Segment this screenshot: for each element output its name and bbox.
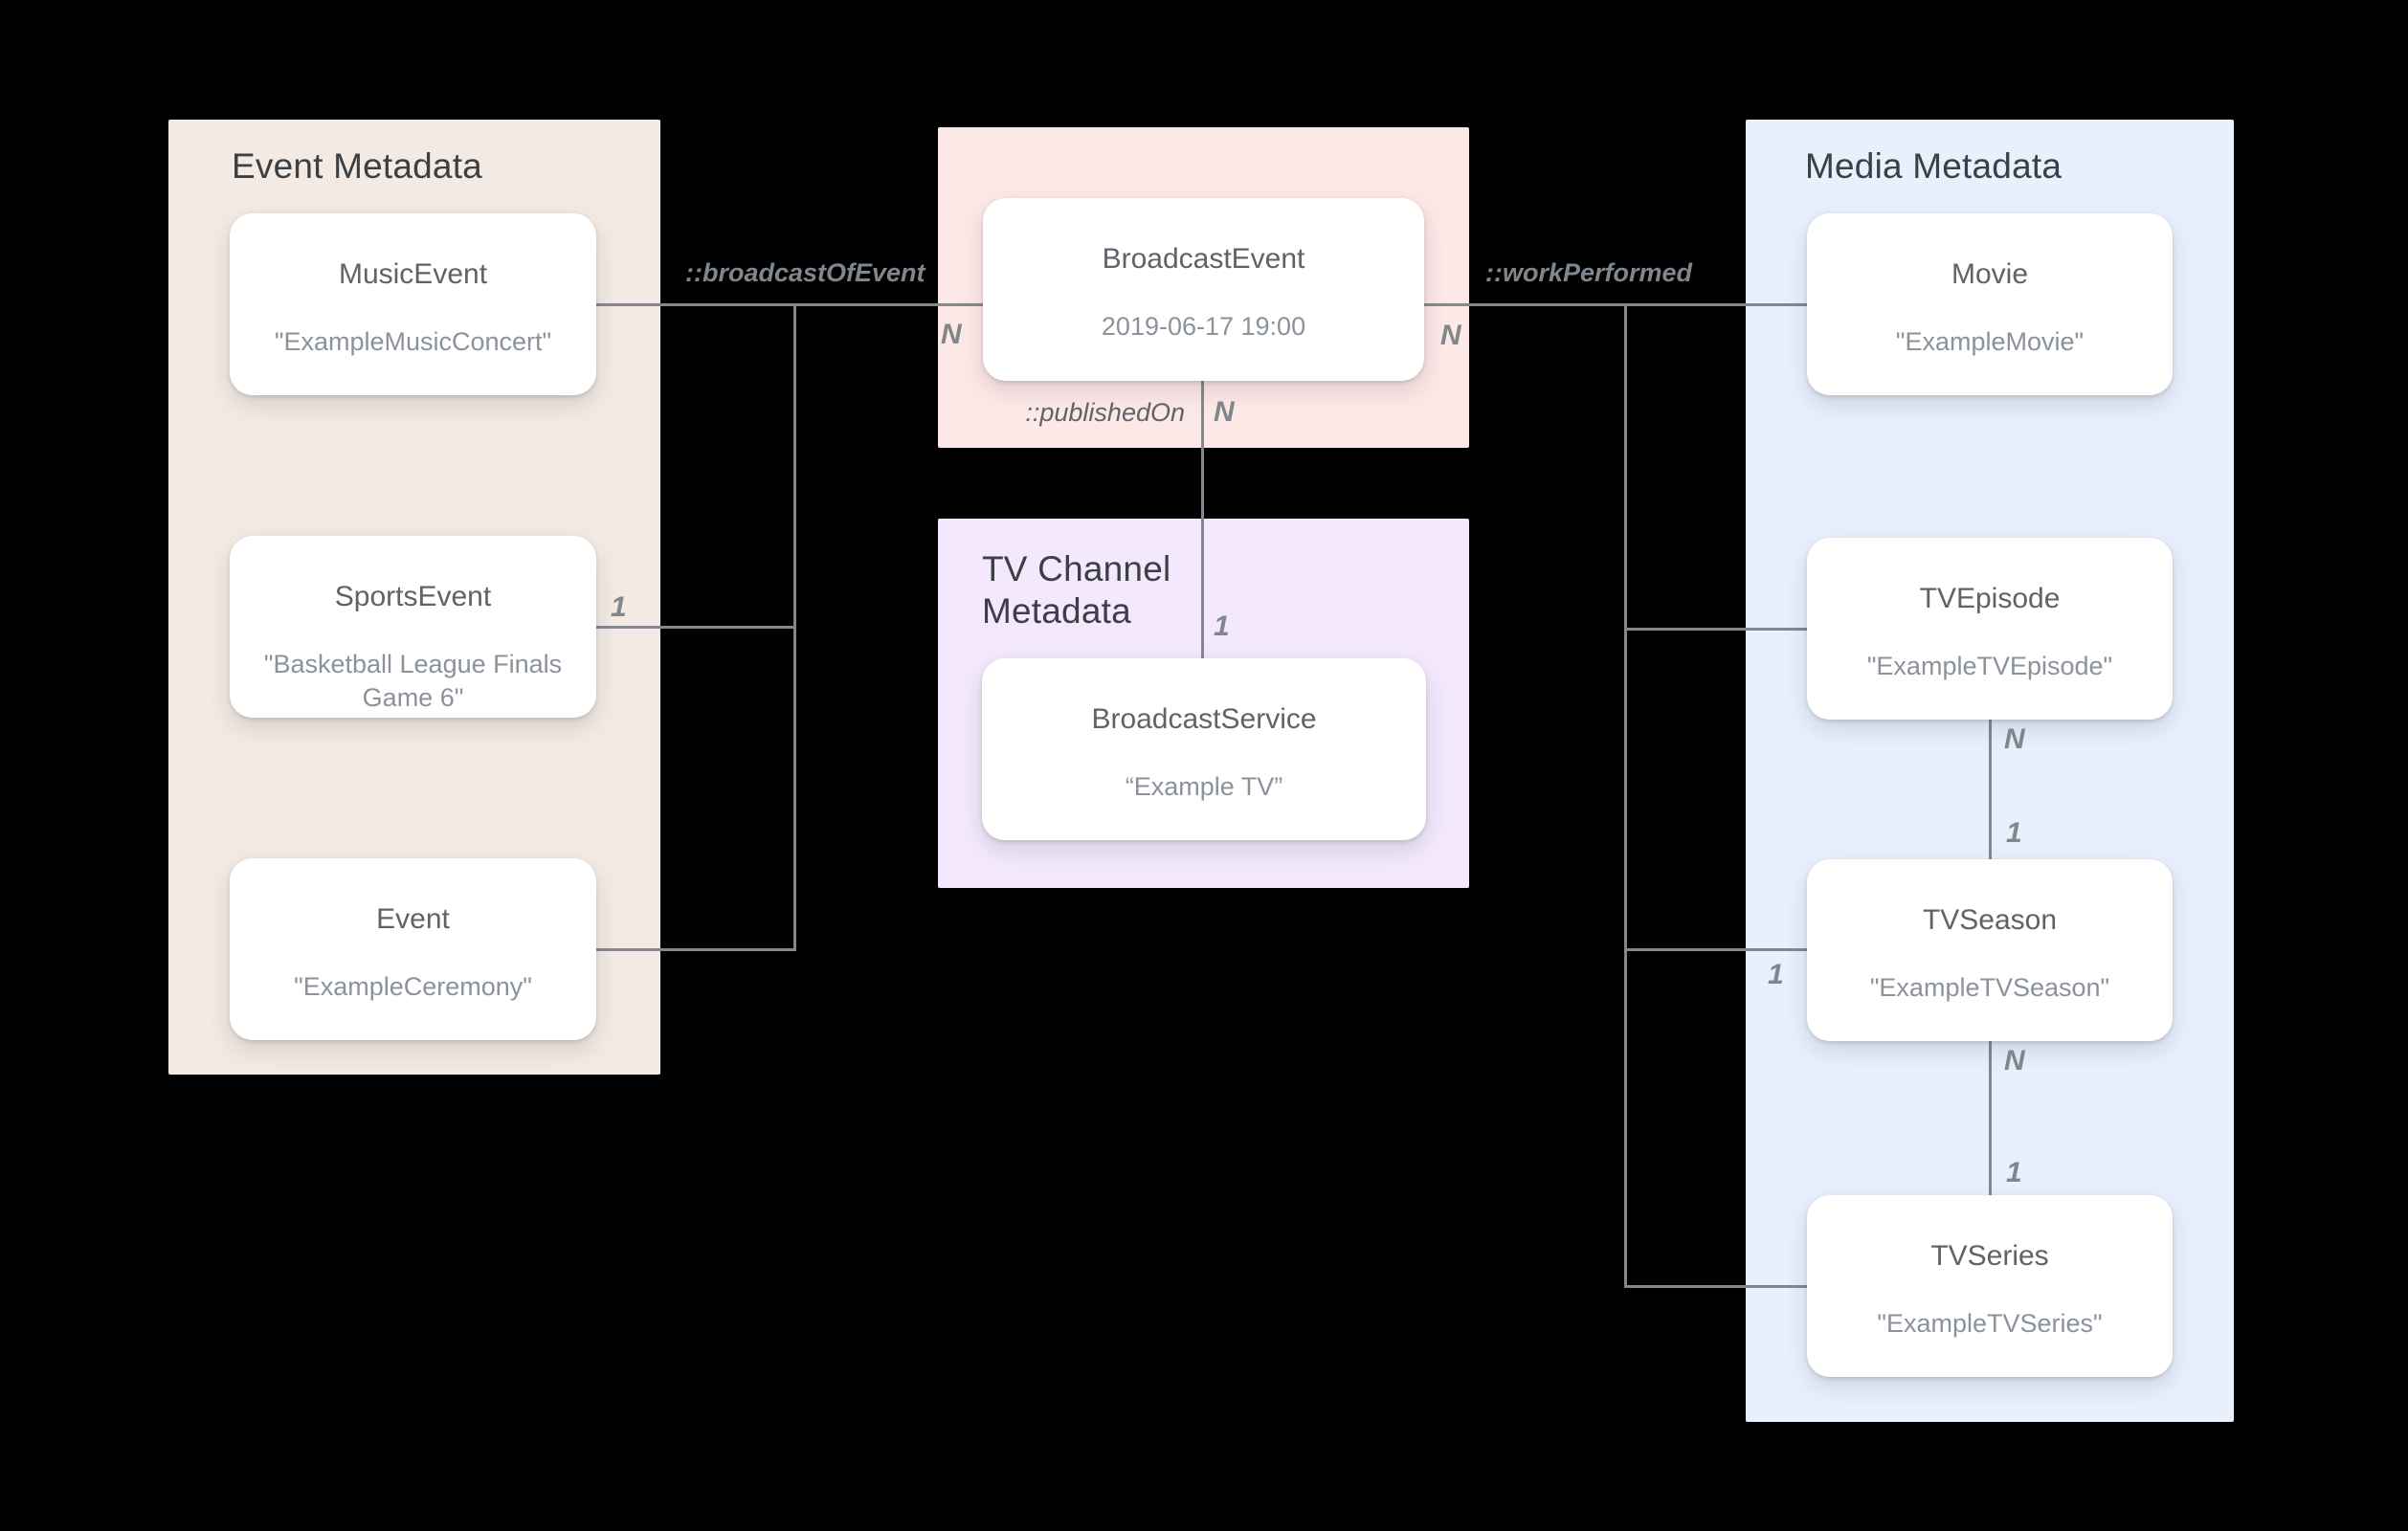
tv-episode-value: "ExampleTVEpisode" <box>1866 652 2113 680</box>
edge-tvseries-stub <box>1625 1285 1807 1288</box>
sports-event-name: SportsEvent <box>334 581 492 612</box>
cardinality-n-tvepisode: N <box>2004 723 2025 755</box>
edge-musicevent-broadcastevent <box>596 303 983 306</box>
tv-episode-card: TVEpisode "ExampleTVEpisode" <box>1807 538 2173 720</box>
broadcast-service-card: BroadcastService “Example TV” <box>982 658 1426 840</box>
edge-right-trunk <box>1624 303 1627 1288</box>
music-event-card: MusicEvent "ExampleMusicConcert" <box>230 213 596 395</box>
movie-card: Movie "ExampleMovie" <box>1807 213 2173 395</box>
cardinality-1-tvseason-top: 1 <box>2006 817 2022 849</box>
tv-channel-metadata-title: TV Channel Metadata <box>982 549 1171 631</box>
cardinality-n-broadcastevent-left: N <box>941 319 962 350</box>
edge-sportsevent-stub <box>596 626 796 629</box>
broadcast-service-name: BroadcastService <box>1091 703 1317 735</box>
event-value: "ExampleCeremony" <box>294 972 532 1001</box>
broadcast-event-name: BroadcastEvent <box>1102 243 1305 275</box>
event-name: Event <box>376 903 450 935</box>
event-card: Event "ExampleCeremony" <box>230 858 596 1040</box>
music-event-value: "ExampleMusicConcert" <box>274 327 552 356</box>
movie-value: "ExampleMovie" <box>1895 327 2085 356</box>
cardinality-1-broadcastservice: 1 <box>1214 610 1230 642</box>
music-event-name: MusicEvent <box>338 258 488 290</box>
edge-tvepisode-tvseason <box>1989 720 1992 859</box>
cardinality-1-sportsevent: 1 <box>611 591 627 623</box>
tv-series-card: TVSeries "ExampleTVSeries" <box>1807 1195 2173 1377</box>
tv-season-value: "ExampleTVSeason" <box>1869 973 2110 1002</box>
edge-tvseason-stub <box>1625 948 1807 951</box>
sports-event-card: SportsEvent "Basketball League Finals Ga… <box>230 536 596 718</box>
sports-event-value: "Basketball League Finals Game 6" <box>263 650 563 712</box>
cardinality-1-tvseason-left: 1 <box>1768 959 1784 990</box>
tv-season-name: TVSeason <box>1922 904 2058 936</box>
media-metadata-title: Media Metadata <box>1805 146 2062 186</box>
tv-episode-name: TVEpisode <box>1919 583 2061 614</box>
edge-tvseason-tvseries <box>1989 1041 1992 1195</box>
tv-series-name: TVSeries <box>1930 1240 2049 1272</box>
relation-broadcast-of-event-label: ::broadcastOfEvent <box>685 258 925 287</box>
tv-season-card: TVSeason "ExampleTVSeason" <box>1807 859 2173 1041</box>
broadcast-event-value: 2019-06-17 19:00 <box>1101 312 1306 341</box>
broadcast-service-value: “Example TV” <box>1125 772 1283 801</box>
movie-name: Movie <box>1951 258 2029 290</box>
event-metadata-title: Event Metadata <box>232 146 482 186</box>
edge-broadcastevent-movie <box>1424 303 1807 306</box>
relation-published-on-label: ::publishedOn <box>1025 398 1185 427</box>
cardinality-1-tvseries-top: 1 <box>2006 1157 2022 1188</box>
edge-event-stub <box>596 948 796 951</box>
cardinality-n-published-on: N <box>1214 396 1235 428</box>
broadcast-event-card: BroadcastEvent 2019-06-17 19:00 <box>983 198 1424 381</box>
tv-series-value: "ExampleTVSeries" <box>1877 1309 2103 1338</box>
edge-tvepisode-stub <box>1625 628 1807 631</box>
relation-work-performed-label: ::workPerformed <box>1485 258 1693 287</box>
cardinality-n-broadcastevent-right: N <box>1440 320 1461 351</box>
cardinality-n-tvseason: N <box>2004 1045 2025 1076</box>
edge-broadcastevent-broadcastservice <box>1201 381 1204 658</box>
